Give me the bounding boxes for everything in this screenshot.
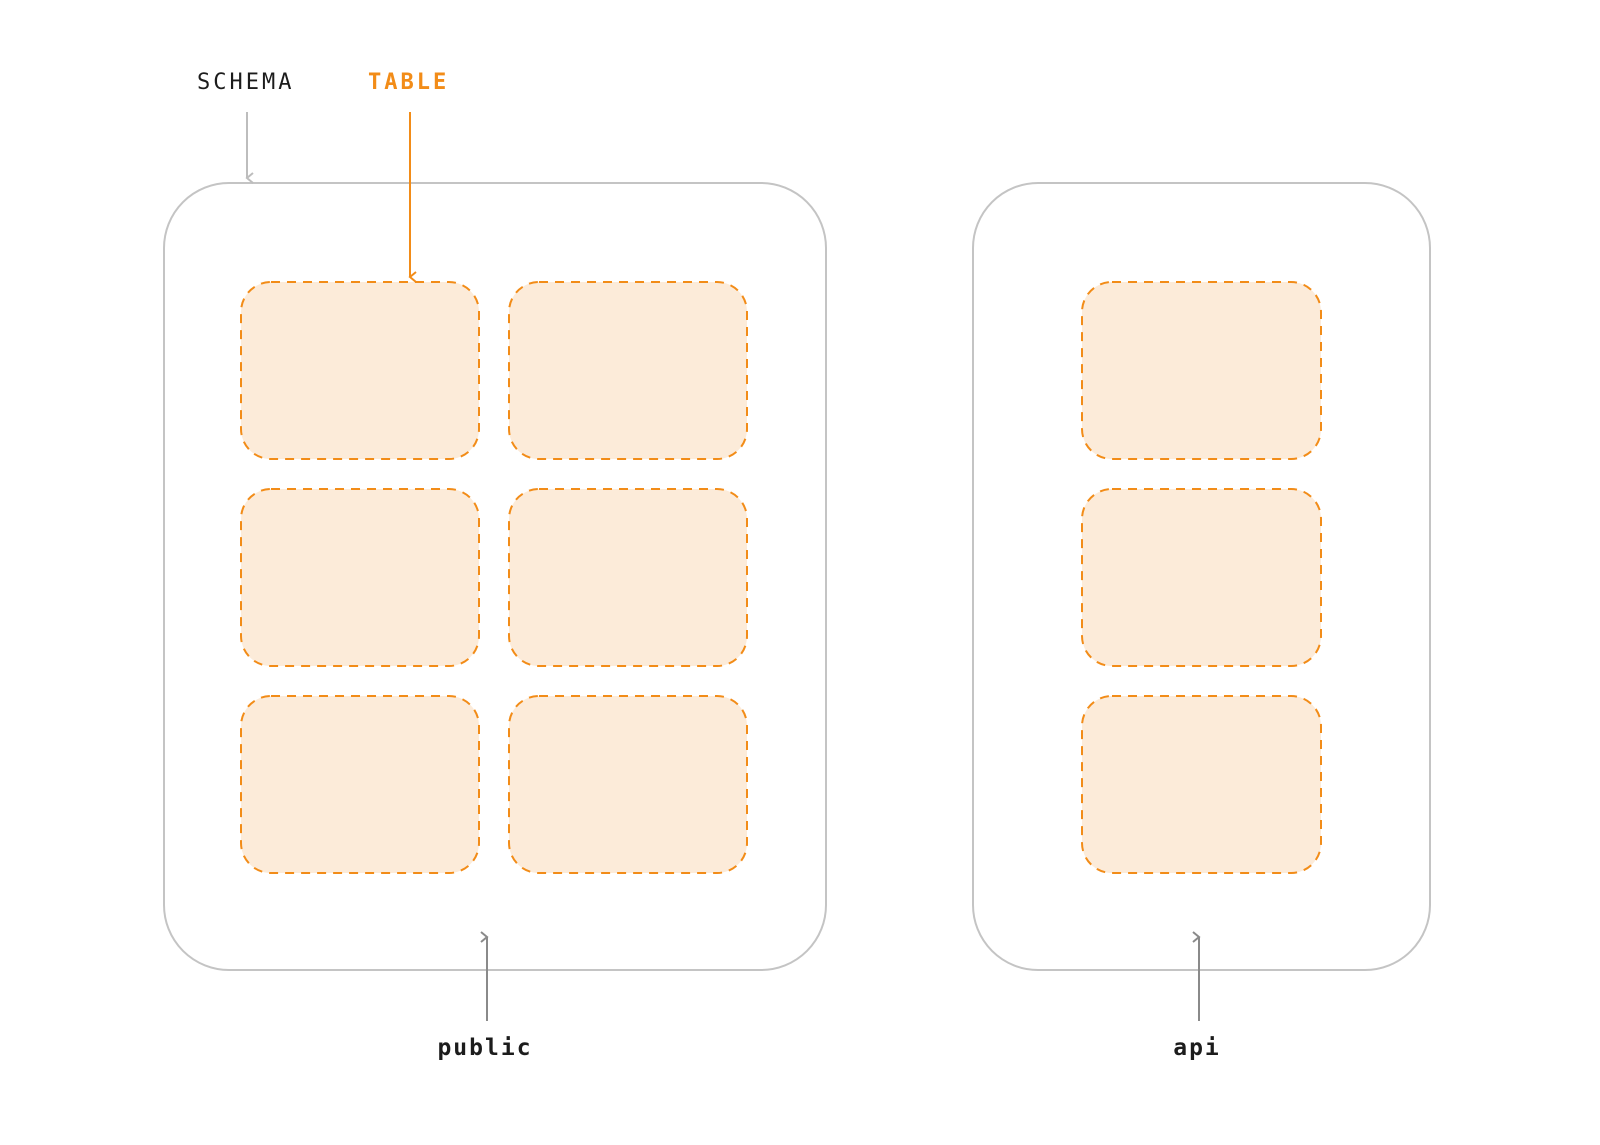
schema-legend-label: SCHEMA [197,70,295,95]
table-box [1081,695,1322,874]
schema-box-public [163,182,827,971]
table-box [240,695,480,874]
table-box [508,281,748,460]
table-box [240,488,480,667]
schema-name-api: api [1173,1035,1221,1061]
api-tables [1081,281,1322,874]
table-legend-label: TABLE [368,70,450,95]
table-box [1081,488,1322,667]
schema-name-public: public [437,1035,533,1061]
table-box [508,695,748,874]
public-tables [240,281,748,874]
schema-box-api [972,182,1431,971]
table-box [240,281,480,460]
table-box [508,488,748,667]
table-box [1081,281,1322,460]
